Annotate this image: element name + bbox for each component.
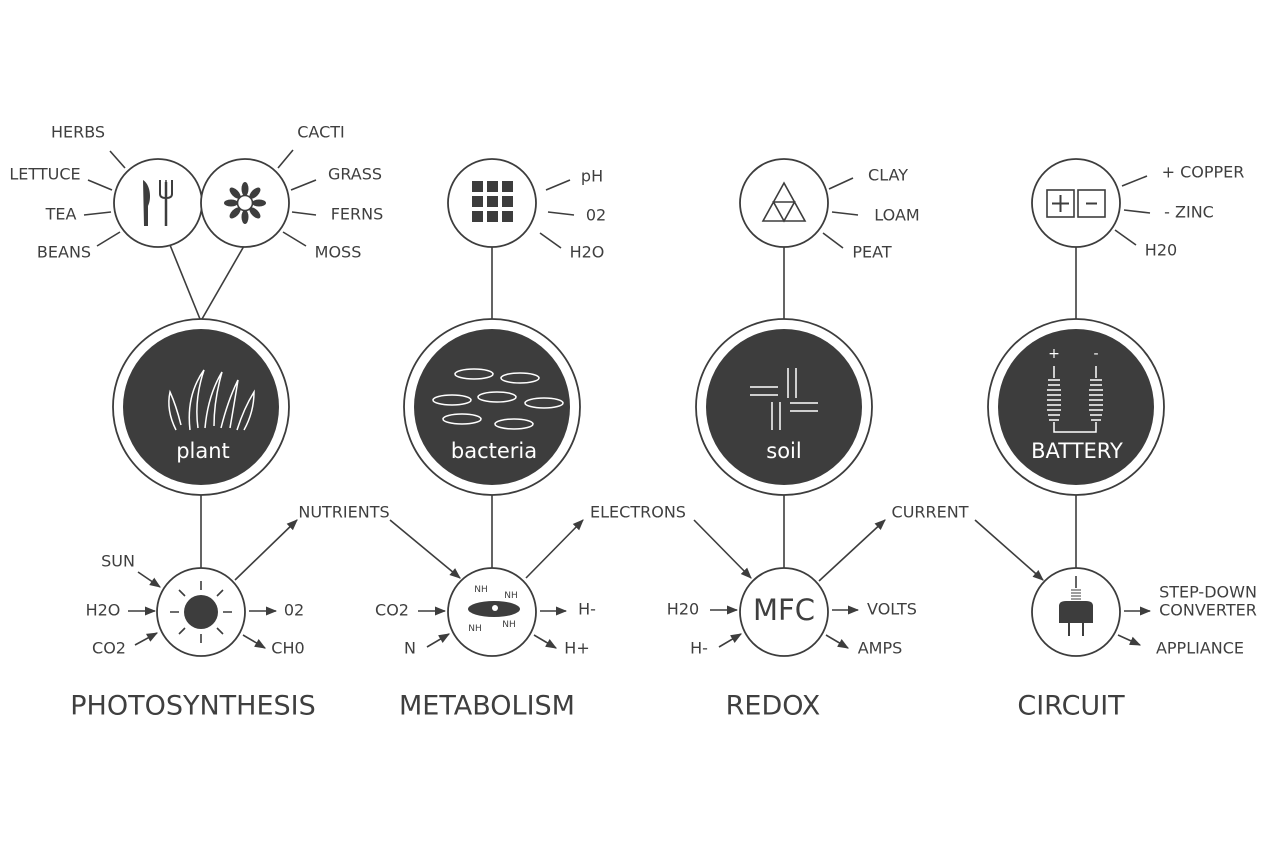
battery-coils-icon: + - [1047,346,1103,433]
co2-input-label: CO2 [92,639,126,658]
plant-label: plant [176,439,230,463]
ferns-label: FERNS [331,205,384,224]
bacteria-params-node: pH 02 H2O [447,158,606,262]
h20-input-label: H20 [667,600,699,619]
bacteria-label: bacteria [451,439,537,463]
cacti-label: CACTI [297,123,345,142]
ornamental-plants-node [200,158,290,248]
battery-label: BATTERY [1031,439,1123,463]
loam-label: LOAM [874,206,919,225]
h20-label: H20 [1145,241,1177,260]
electrons-flow-label: ELECTRONS [590,503,686,522]
grass-icon [168,369,255,431]
cell-icon: NH NH NH NH [468,585,520,634]
peat-label: PEAT [852,243,891,262]
sun-input-label: SUN [101,552,135,571]
amps-output-label: AMPS [858,639,903,658]
bacteria-node: bacteria [403,318,581,496]
current-flow-label: CURRENT [892,503,969,522]
mfc-label: MFC [753,593,815,627]
soil-types-node: CLAY LOAM PEAT [739,158,920,262]
minus-terminal: - [1093,346,1098,362]
plus-terminal: + [1048,346,1060,362]
volts-output-label: VOLTS [867,600,917,619]
grid-icon [472,181,513,222]
food-plants-node [113,158,203,248]
soil-node: soil [695,318,873,496]
zinc-label: - ZINC [1164,203,1214,222]
metabolism-title: METABOLISM [399,691,575,722]
bacteria-cells-icon [432,368,564,430]
flower-icon [224,182,266,224]
nh-label: NH [468,624,482,634]
o2-output-label: 02 [284,601,304,620]
appliance-label: APPLIANCE [1156,639,1244,658]
co2-input-label: CO2 [375,601,409,620]
flow-arrows: NUTRIENTS ELECTRONS CURRENT [234,503,1044,582]
h-minus-input-label: H- [690,639,708,658]
n-input-label: N [404,639,416,658]
ph-label: pH [581,167,603,186]
electrodes-node: + COPPER - ZINC H20 [1031,158,1245,260]
photosynthesis-node: SUN H2O CO2 02 CH0 PHOTOSYNTHESIS [70,552,316,722]
copper-label: + COPPER [1162,163,1245,182]
clay-label: CLAY [868,166,908,185]
knife-fork-icon [143,180,173,226]
h-minus-output-label: H- [578,600,596,619]
o2-label: 02 [586,206,606,225]
moss-label: MOSS [315,243,362,262]
step-down-label: STEP-DOWN [1159,583,1257,602]
grass-label: GRASS [328,165,382,184]
lettuce-label: LETTUCE [9,165,80,184]
plus-minus-icon [1046,189,1106,218]
herbs-label: HERBS [51,123,105,142]
nh-label: NH [502,620,516,630]
soil-layers-icon [750,368,818,430]
metabolism-node: NH NH NH NH CO2 N H- H+ METABOLISM [375,567,596,722]
circuit-title: CIRCUIT [1017,691,1125,722]
nutrients-flow-label: NUTRIENTS [298,503,389,522]
photosynthesis-title: PHOTOSYNTHESIS [70,691,316,722]
battery-node: + - BATTERY [987,318,1165,496]
plant-labels: HERBS LETTUCE TEA BEANS CACTI GRASS FERN… [9,123,383,262]
ch0-output-label: CH0 [271,639,304,658]
soil-triangle-icon [761,181,807,223]
tea-label: TEA [45,205,77,224]
beans-label: BEANS [37,243,91,262]
plug-icon [1059,576,1093,636]
nh-label: NH [474,585,488,595]
redox-node: MFC H20 H- VOLTS AMPS REDOX [667,567,917,722]
redox-title: REDOX [726,691,821,722]
soil-label: soil [766,439,801,463]
sun-icon [170,581,232,643]
connector-lines [169,244,1077,568]
h2o-label: H2O [570,243,605,262]
nh-label: NH [504,591,518,601]
h2o-input-label: H2O [86,601,121,620]
h-plus-output-label: H+ [564,639,589,658]
circuit-node: STEP-DOWN CONVERTER APPLIANCE CIRCUIT [1017,567,1257,722]
plant-node: plant [112,318,290,496]
converter-label: CONVERTER [1159,601,1257,620]
